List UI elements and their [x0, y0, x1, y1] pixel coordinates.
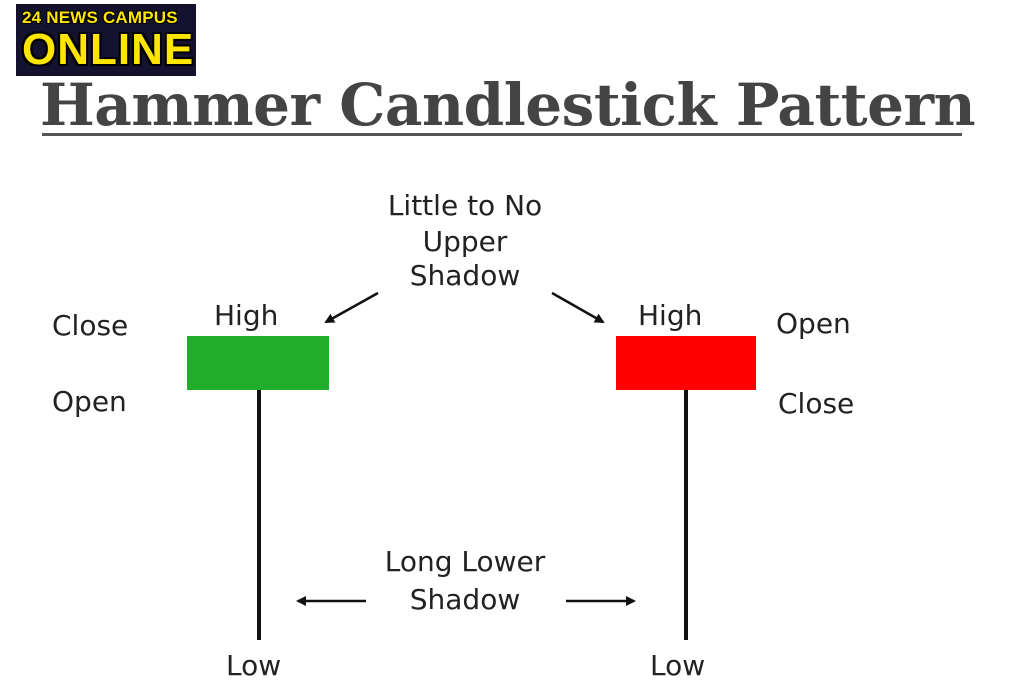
lower-shadow-label-line-1: Long Lower: [384, 545, 546, 578]
bearish-high-label: High: [638, 299, 703, 332]
upper-shadow-label-line-1: Little to No: [387, 189, 543, 222]
bullish-open-label: Open: [52, 385, 127, 418]
bullish-lower-wick: [257, 390, 261, 640]
upper-shadow-arrow-right: [551, 291, 605, 324]
lower-shadow-label-line-2: Shadow: [409, 583, 521, 616]
title-underline: [42, 133, 962, 136]
bearish-close-label: Close: [778, 387, 855, 420]
upper-shadow-arrow-left: [324, 291, 379, 324]
upper-shadow-label-line-2: Upper: [422, 225, 508, 258]
bullish-close-label: Close: [52, 309, 129, 342]
site-logo: 24 NEWS CAMPUS ONLINE: [16, 4, 196, 76]
logo-line-1: 24 NEWS CAMPUS: [22, 8, 178, 27]
bullish-high-label: High: [214, 299, 279, 332]
bullish-candle-body: [187, 336, 329, 390]
bearish-lower-wick: [684, 390, 688, 640]
bearish-low-label: Low: [650, 649, 706, 682]
bearish-candle-body: [616, 336, 756, 390]
bearish-open-label: Open: [776, 307, 851, 340]
bullish-low-label: Low: [226, 649, 282, 682]
page-title: Hammer Candlestick Pattern: [40, 71, 976, 139]
upper-shadow-label-line-3: Shadow: [409, 259, 521, 292]
logo-line-2: ONLINE: [22, 25, 195, 74]
